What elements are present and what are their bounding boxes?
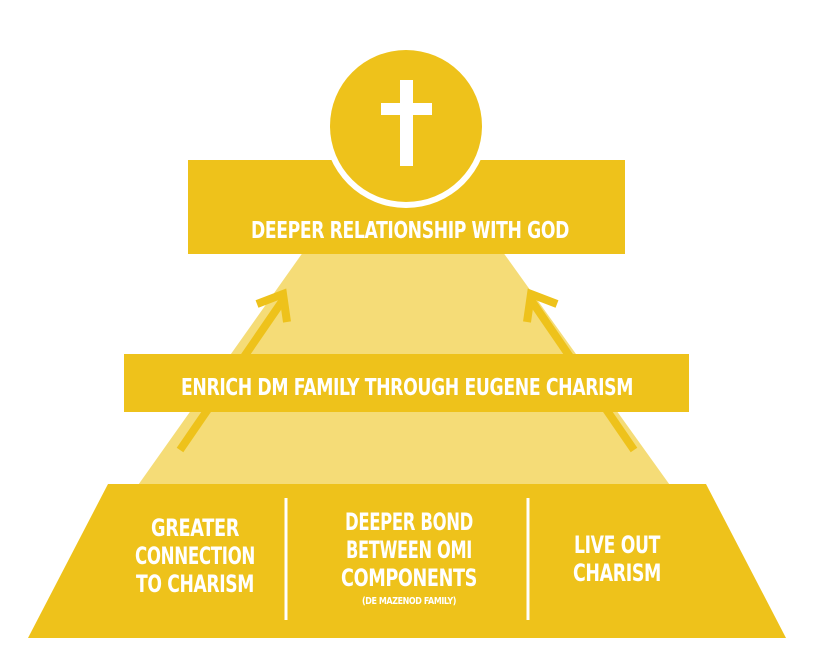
left-arrowhead — [255, 288, 291, 323]
base-center-line-2: BETWEEN OMI — [346, 536, 472, 564]
base-center-text: DEEPER BOND BETWEEN OMI COMPONENTS (DE M… — [341, 508, 478, 607]
base-center-note: (DE MAZENOD FAMILY) — [362, 596, 456, 607]
base-left-line-3: TO CHARISM — [136, 570, 254, 598]
base-left-text: GREATER CONNECTION TO CHARISM — [135, 514, 256, 598]
pyramid-base — [28, 484, 786, 638]
base-right-line-1: LIVE OUT — [574, 531, 661, 559]
top-label: DEEPER RELATIONSHIP WITH GOD — [251, 218, 569, 244]
base-center-line-1: DEEPER BOND — [345, 508, 473, 536]
base-left-line-2: CONNECTION — [135, 542, 255, 570]
cross-icon — [381, 80, 432, 166]
middle-label: ENRICH DM FAMILY THROUGH EUGENE CHARISM — [181, 375, 633, 401]
base-center-line-3: COMPONENTS — [341, 564, 477, 592]
base-right-line-2: CHARISM — [573, 559, 661, 587]
base-left-line-1: GREATER — [151, 514, 239, 542]
right-arrowhead — [523, 288, 559, 323]
middle-banner — [124, 354, 689, 412]
base-right-text: LIVE OUT CHARISM — [573, 531, 662, 587]
